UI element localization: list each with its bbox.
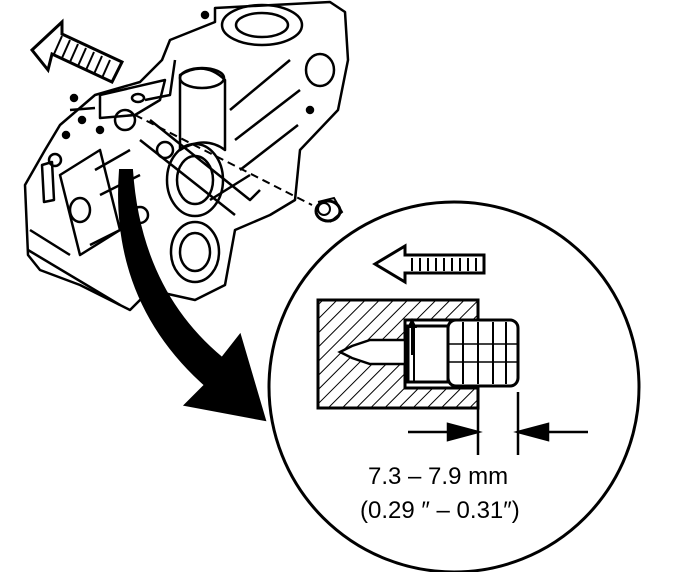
engine-block-drawing [23, 0, 350, 312]
expansion-plug [314, 196, 344, 223]
block-cross-section [316, 298, 480, 410]
curved-callout-arrow-icon [118, 169, 267, 422]
measurement-imperial: (0.29 ″ – 0.31″) [360, 497, 520, 524]
plug-face-arrow-icon [407, 318, 417, 355]
front-direction-arrow-icon [372, 243, 486, 285]
dimension-lines [408, 392, 588, 455]
front-direction-arrow-icon [29, 18, 125, 84]
detail-view-circle: 7.3 – 7.9 mm (0.29 ″ – 0.31″) [267, 200, 641, 572]
plug-insertion-guide [134, 114, 344, 223]
expansion-plug-detail [406, 318, 520, 388]
measurement-metric: 7.3 – 7.9 mm [368, 463, 508, 490]
